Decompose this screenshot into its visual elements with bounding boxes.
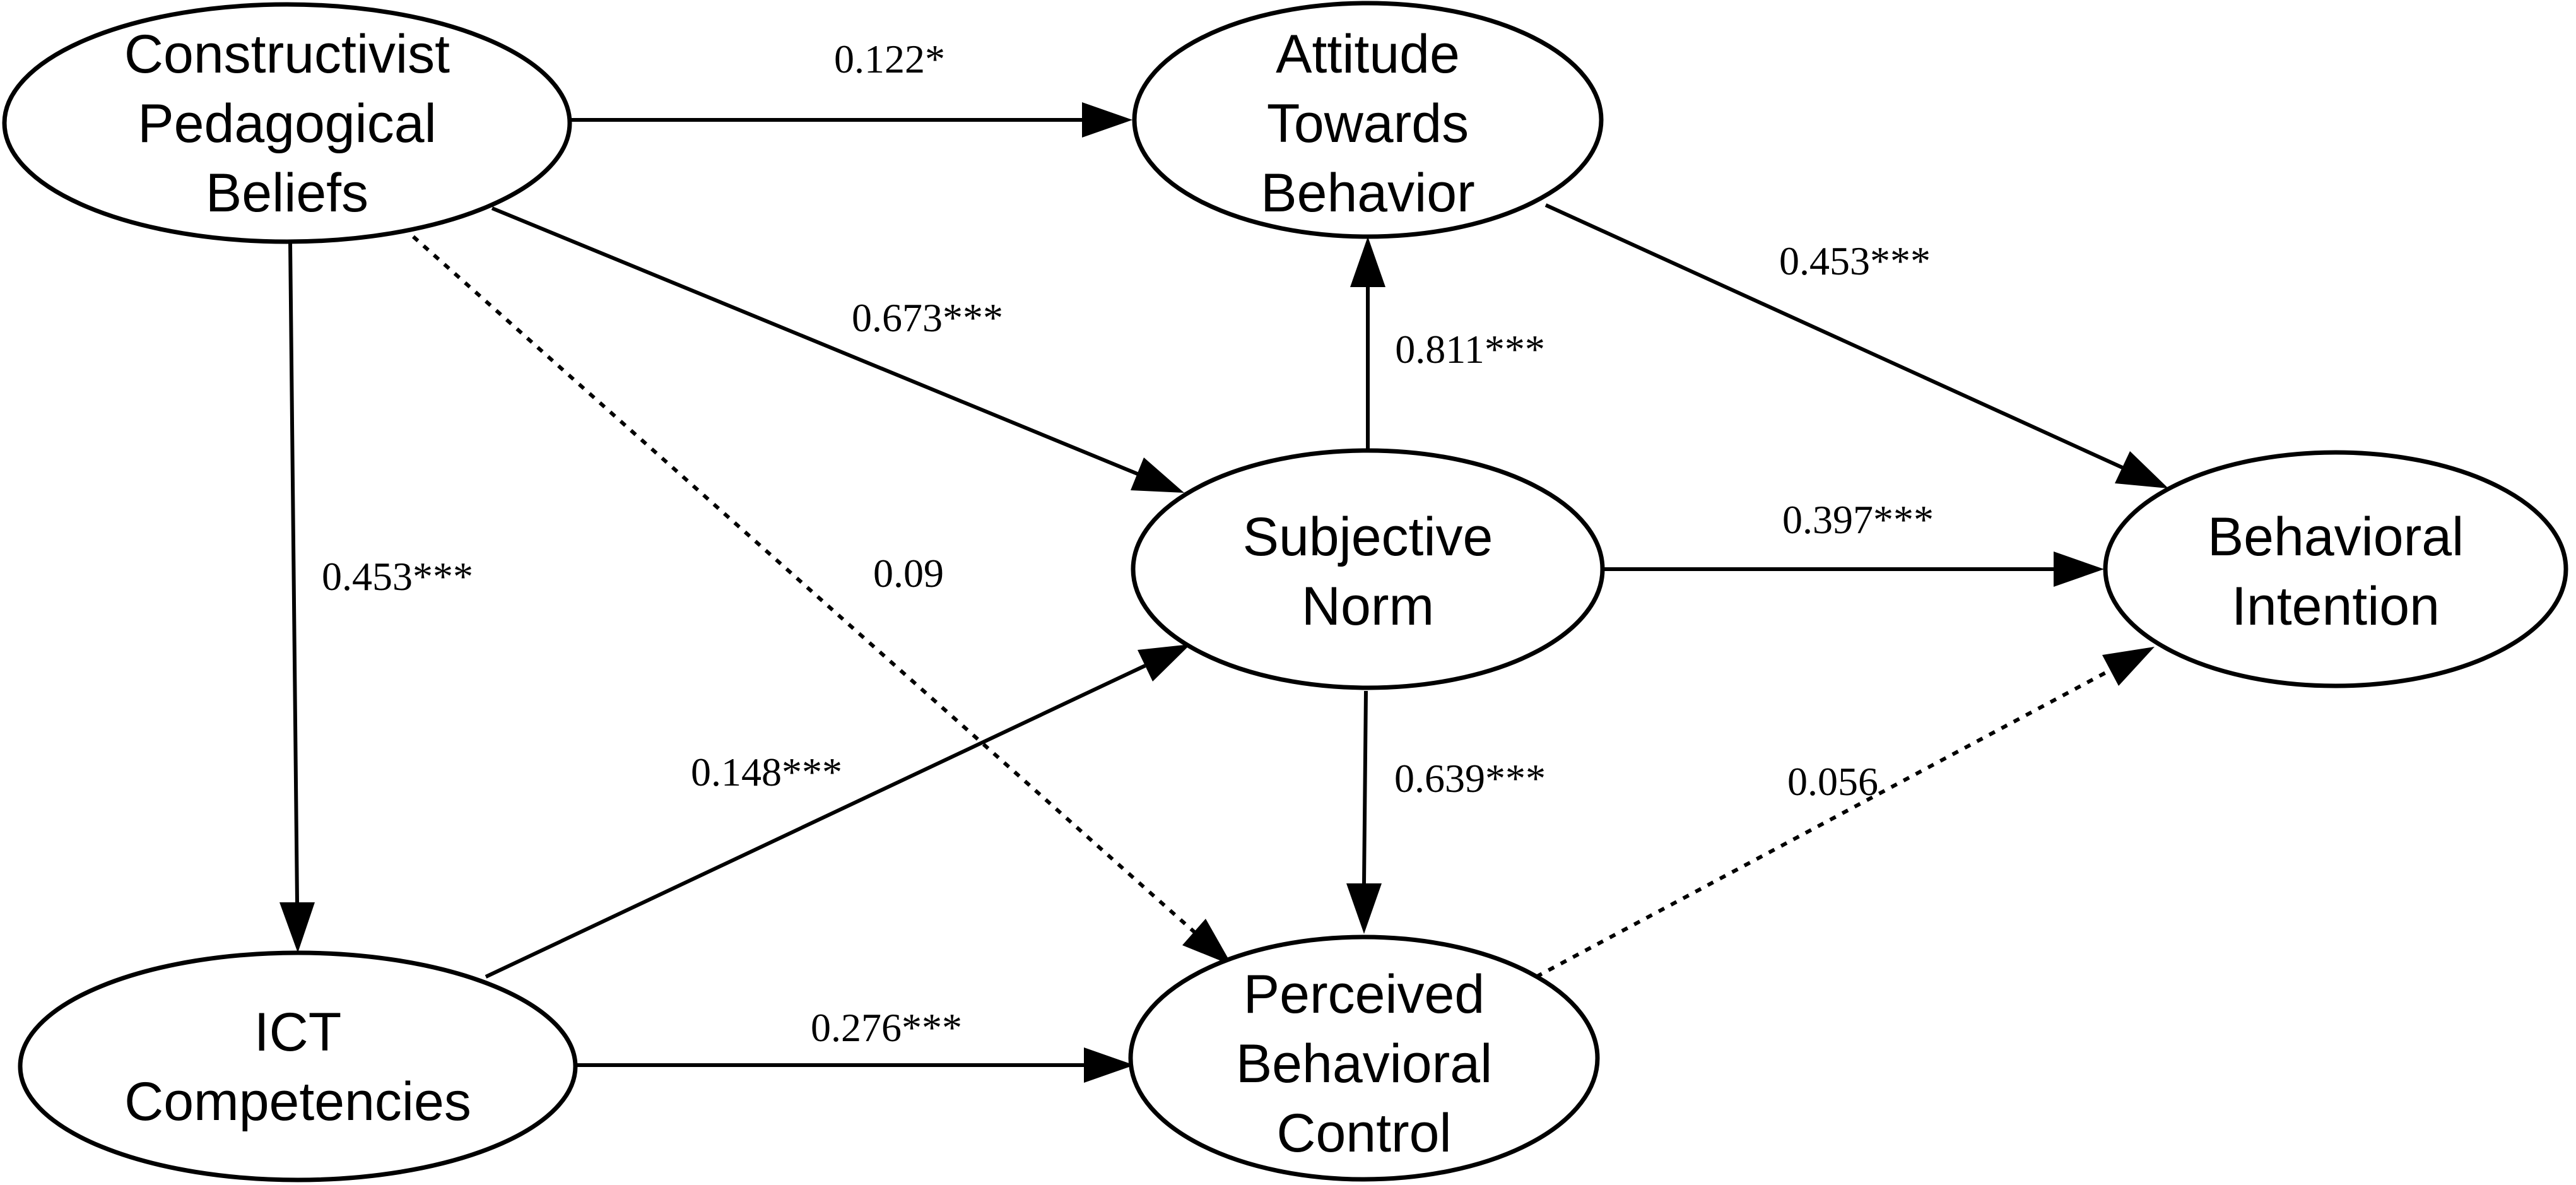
node-perceived-behavioral-control: Perceived Behavioral Control [1128, 934, 1600, 1182]
node-label-line: Subjective [1243, 507, 1493, 567]
node-label-line: Constructivist [124, 24, 450, 85]
edge-cpb-to-ict: 0.453*** [279, 242, 473, 953]
node-label-line: Behavioral [1236, 1034, 1492, 1094]
edge-label-subjective-norm-to-perceived-control: 0.639*** [1394, 756, 1546, 801]
node-label-line: Intention [2232, 576, 2440, 637]
edge-label-perceived-control-to-intention: 0.056 [1787, 759, 1878, 804]
arrow-head-subjective-norm-to-attitude [1350, 237, 1385, 287]
edge-label-subjective-norm-to-attitude: 0.811*** [1395, 327, 1545, 372]
arrow-head-perceived-control-to-intention [2102, 647, 2155, 686]
edge-attitude-to-intention: 0.453*** [1544, 203, 2168, 488]
node-label-line: Competencies [124, 1071, 471, 1132]
edge-label-ict-to-subjective-norm: 0.148*** [691, 750, 842, 794]
node-label-line: Control [1276, 1103, 1451, 1164]
edge-ict-to-perceived-control: 0.276*** [577, 1005, 1134, 1083]
arrow-head-attitude-to-intention [2115, 451, 2168, 488]
edge-cpb-to-subjective-norm: 0.673*** [491, 206, 1184, 493]
arrow-head-cpb-to-perceived-control [1182, 919, 1232, 965]
edge-subjective-norm-to-intention: 0.397*** [1604, 497, 2104, 587]
edge-label-ict-to-perceived-control: 0.276*** [811, 1005, 962, 1050]
edge-subjective-norm-to-perceived-control: 0.639*** [1346, 690, 1546, 934]
edge-label-cpb-to-ict: 0.453*** [322, 554, 473, 599]
edge-cpb-to-perceived-control: 0.09 [412, 235, 1232, 965]
edges: 0.122* 0.673*** 0.453*** 0.09 0.811*** [279, 37, 2168, 1083]
node-label-line: Behavioral [2208, 507, 2464, 567]
node-label-line: ICT [254, 1002, 342, 1063]
node-constructivist-pedagogical-beliefs: Constructivist Pedagogical Beliefs [2, 2, 572, 244]
node-label-line: Beliefs [206, 163, 368, 223]
edge-subjective-norm-to-attitude: 0.811*** [1350, 237, 1545, 451]
node-label-line: Towards [1267, 93, 1469, 154]
edge-perceived-control-to-intention: 0.056 [1535, 647, 2155, 979]
node-label-line: Pedagogical [138, 93, 436, 154]
edge-label-cpb-to-subjective-norm: 0.673*** [852, 295, 1003, 340]
node-label-line: Attitude [1276, 24, 1460, 85]
node-ict-competencies: ICT Competencies [18, 950, 578, 1182]
node-behavioral-intention: Behavioral Intention [2103, 450, 2568, 688]
edge-label-attitude-to-intention: 0.453*** [1779, 239, 1931, 283]
edge-cpb-to-attitude: 0.122* [571, 37, 1132, 138]
arrow-head-subjective-norm-to-perceived-control [1346, 883, 1382, 934]
edge-label-subjective-norm-to-intention: 0.397*** [1782, 497, 1934, 542]
node-attitude-towards-behavior: Attitude Towards Behavior [1132, 1, 1604, 239]
arrow-head-cpb-to-subjective-norm [1131, 457, 1184, 493]
node-label-line: Norm [1302, 576, 1434, 637]
arrow-head-ict-to-perceived-control [1084, 1047, 1134, 1083]
arrow-head-cpb-to-attitude [1082, 102, 1132, 138]
node-label-line: Perceived [1244, 964, 1485, 1025]
edge-ict-to-subjective-norm: 0.148*** [485, 644, 1191, 979]
arrow-head-cpb-to-ict [279, 902, 315, 953]
edge-label-cpb-to-attitude: 0.122* [834, 37, 945, 81]
arrow-head-subjective-norm-to-intention [2054, 551, 2104, 587]
node-label-line: Behavior [1261, 163, 1474, 223]
edge-label-cpb-to-perceived-control: 0.09 [873, 551, 944, 596]
node-subjective-norm: Subjective Norm [1131, 448, 1605, 690]
arrow-head-ict-to-subjective-norm [1138, 644, 1191, 681]
